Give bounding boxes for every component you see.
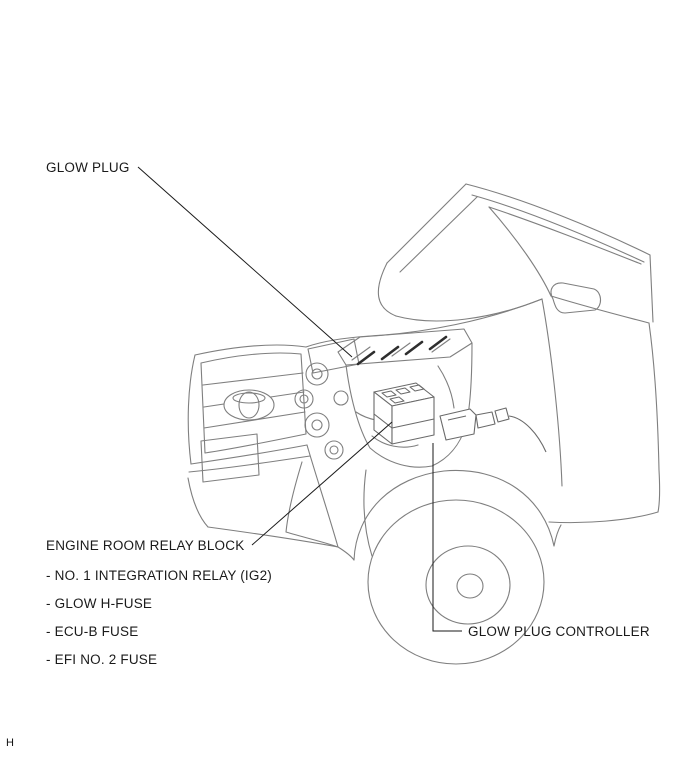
relay-item-glow-h-fuse: - GLOW H-FUSE: [46, 596, 153, 611]
glow-plugs: [356, 335, 448, 366]
engine-room-relay-block-label: ENGINE ROOM RELAY BLOCK: [46, 538, 245, 553]
engine: [294, 328, 473, 468]
glow-plug-leader-line: [137, 166, 353, 358]
page-marker: H: [6, 737, 14, 749]
relay-item-ecu-b-fuse: - ECU-B FUSE: [46, 624, 139, 639]
relay-item-no1-integration-relay: - NO. 1 INTEGRATION RELAY (IG2): [46, 568, 272, 583]
relay-block-leader-line: [251, 421, 393, 546]
relay-item-efi-no2-fuse: - EFI NO. 2 FUSE: [46, 652, 158, 667]
toyota-emblem-icon: [223, 389, 275, 421]
glow-plug-controller-part: [439, 407, 547, 453]
controller-leader-line: [432, 443, 462, 632]
glow-plug-label: GLOW PLUG: [46, 160, 130, 175]
glow-plug-controller-label: GLOW PLUG CONTROLLER: [468, 624, 650, 639]
front-wheel: [367, 499, 545, 665]
leader-lines: [137, 166, 462, 632]
car-body-outline: [187, 183, 661, 561]
engine-room-relay-block-part: [373, 382, 435, 445]
